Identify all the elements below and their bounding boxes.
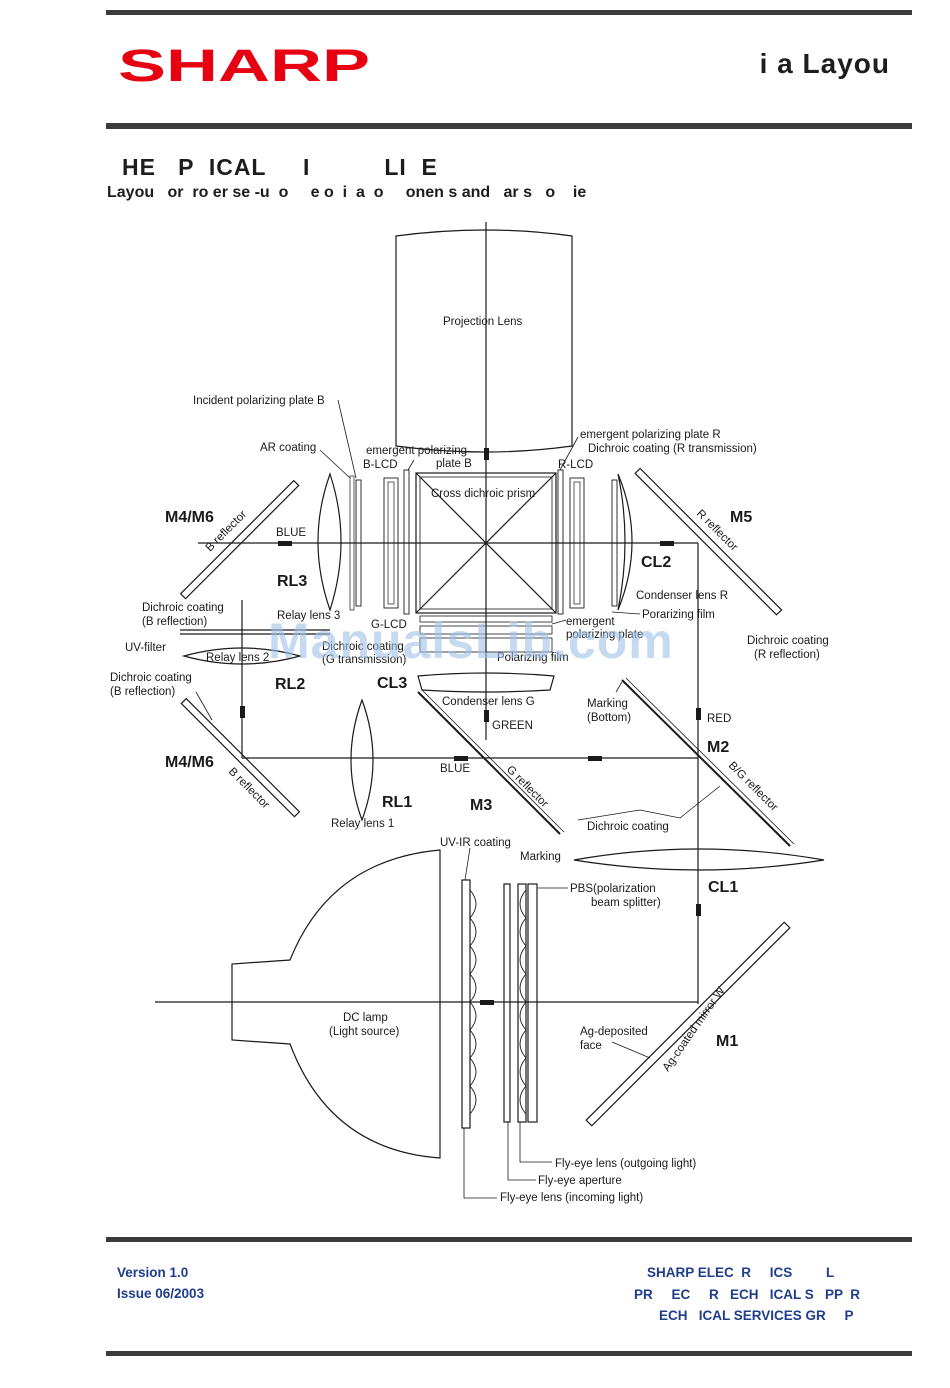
m4m6-bottom-mirror	[180, 697, 301, 818]
label-dichroic-g-1: Dichroic coating	[322, 641, 404, 653]
label-m1: M1	[716, 1033, 738, 1050]
label-pbs-1: PBS(polarization	[570, 883, 656, 895]
fly-eye-outgoing	[517, 883, 527, 1123]
label-dichroic-r-reflection-1: Dichroic coating	[747, 635, 829, 647]
m1-mirror	[585, 921, 791, 1127]
label-emergent-g-1: emergent	[566, 616, 615, 628]
label-polarizing-film: Polarizing film	[497, 652, 569, 664]
label-m5: M5	[730, 509, 752, 526]
footer-rule	[106, 1237, 912, 1242]
label-dichroic-b-reflection-2: (B reflection)	[142, 616, 207, 628]
label-cl1: CL1	[708, 879, 738, 896]
label-r-lcd: R-LCD	[558, 459, 593, 471]
label-dichroic-b-reflection-b-1: Dichroic coating	[110, 672, 192, 684]
relay-lens-3	[317, 472, 342, 612]
footer-org-line3: ECH ICAL SERVICES GR P	[659, 1308, 854, 1323]
sharp-logo: SHARP	[118, 44, 370, 88]
label-porarizing-film: Porarizing film	[642, 609, 715, 621]
header-rule	[106, 123, 912, 129]
label-fly-eye-outgoing: Fly-eye lens (outgoing light)	[555, 1158, 696, 1170]
label-b-lcd: B-LCD	[363, 459, 398, 471]
label-cl3: CL3	[377, 675, 407, 692]
label-red: RED	[707, 713, 731, 725]
footer-org-line2: PR EC R ECH ICAL S PP R	[634, 1287, 861, 1302]
label-dc-lamp-2: (Light source)	[329, 1026, 399, 1038]
projection-lens	[395, 229, 573, 453]
pbs	[527, 883, 538, 1123]
label-uv-filter: UV-filter	[125, 642, 166, 654]
watermark: ManualsLib.com	[268, 613, 674, 669]
label-pbs-2: beam splitter)	[591, 897, 661, 909]
label-dichroic-r-reflection-2: (R reflection)	[754, 649, 820, 661]
relay-lens-1	[350, 698, 374, 822]
label-projection-lens: Projection Lens	[443, 316, 523, 328]
label-rl3: RL3	[277, 573, 307, 590]
svg-text:SHARP: SHARP	[118, 44, 370, 88]
condenser-lens-r	[617, 473, 633, 611]
label-emergent-polarizing-b-2: plate B	[436, 458, 472, 470]
label-m4m6-bottom: M4/M6	[165, 754, 214, 771]
label-emergent-polarizing-plate-r: emergent polarizing plate R	[580, 429, 721, 441]
footer-org-line1: SHARP ELEC R ICS L	[647, 1265, 835, 1280]
label-ag-deposited-1: Ag-deposited	[580, 1026, 648, 1038]
label-dichroic-b-reflection-b-2: (B reflection)	[110, 686, 175, 698]
condenser-lens-g	[417, 672, 555, 693]
top-rule	[106, 10, 912, 15]
label-fly-eye-incoming: Fly-eye lens (incoming light)	[500, 1192, 643, 1204]
label-blue-top: BLUE	[276, 527, 306, 539]
label-cross-dichroic-prism: Cross dichroic prism	[431, 488, 535, 500]
label-cl2: CL2	[641, 554, 671, 571]
label-relay-lens-3: Relay lens 3	[277, 610, 340, 622]
condenser-lens-cl1	[573, 848, 825, 871]
label-green: GREEN	[492, 720, 533, 732]
label-bg-reflector: B/G reflector	[726, 760, 780, 814]
label-m4m6-top: M4/M6	[165, 509, 214, 526]
label-blue-bottom: BLUE	[440, 763, 470, 775]
label-relay-lens-2: Relay lens 2	[206, 652, 269, 664]
bottom-rule	[106, 1351, 912, 1356]
label-b-reflector-bottom: B reflector	[226, 766, 272, 812]
label-marking: Marking	[520, 851, 561, 863]
fly-eye-incoming	[461, 879, 471, 1129]
label-ar-coating: AR coating	[260, 442, 316, 454]
label-rl2: RL2	[275, 676, 305, 693]
label-marking-bottom-1: Marking	[587, 698, 628, 710]
label-m3: M3	[470, 797, 492, 814]
label-emergent-polarizing-b-1: emergent polarizing	[366, 445, 467, 457]
page-header-title: i a Layou	[759, 48, 890, 79]
label-dichroic-b-reflection-1: Dichroic coating	[142, 602, 224, 614]
label-incident-polarizing-plate-b: Incident polarizing plate B	[193, 395, 325, 407]
label-relay-lens-1: Relay lens 1	[331, 818, 394, 830]
footer-version: Version 1.0	[117, 1265, 189, 1280]
m5-mirror	[634, 467, 783, 616]
label-dichroic-g-2: (G transmission)	[322, 654, 407, 666]
label-ag-coated-mirror: Ag-coated mirror W	[661, 985, 728, 1074]
label-condenser-lens-r: Condenser lens R	[636, 590, 728, 602]
footer-issue: Issue 06/2003	[117, 1286, 205, 1301]
label-dc-lamp-1: DC lamp	[343, 1012, 388, 1024]
label-marking-bottom-2: (Bottom)	[587, 712, 631, 724]
dc-lamp	[231, 849, 441, 1159]
label-dichroic-r-transmission: Dichroic coating (R transmission)	[588, 443, 757, 455]
label-uv-ir-coating: UV-IR coating	[440, 837, 511, 849]
section-subtitle: Layou or ro er se -u o e o i a o onen s …	[107, 184, 587, 201]
label-ag-deposited-2: face	[580, 1040, 602, 1052]
label-emergent-g-2: polarizing plate	[566, 629, 643, 641]
label-condenser-lens-g: Condenser lens G	[442, 696, 535, 708]
relay-lens-2	[181, 647, 303, 665]
label-g-lcd: G-LCD	[371, 619, 407, 631]
label-rl1: RL1	[382, 794, 412, 811]
m4m6-top-mirror	[179, 479, 300, 600]
label-fly-eye-aperture: Fly-eye aperture	[538, 1175, 622, 1187]
label-g-reflector: G reflector	[504, 764, 551, 811]
label-dichroic-coating: Dichroic coating	[587, 821, 669, 833]
section-title: HE P ICAL I LI E	[122, 154, 438, 180]
label-m2: M2	[707, 739, 729, 756]
